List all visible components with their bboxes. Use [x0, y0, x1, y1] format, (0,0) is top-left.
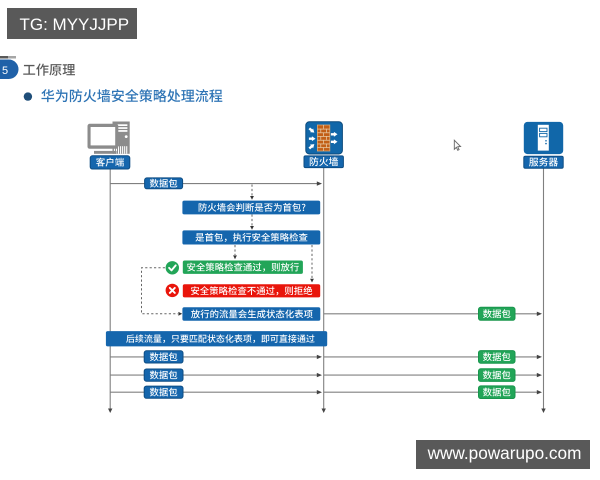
svg-text:www.powarupo.com: www.powarupo.com — [427, 443, 582, 463]
svg-text:5: 5 — [2, 65, 8, 77]
svg-text:TG: MYYJJPP: TG: MYYJJPP — [20, 15, 130, 34]
